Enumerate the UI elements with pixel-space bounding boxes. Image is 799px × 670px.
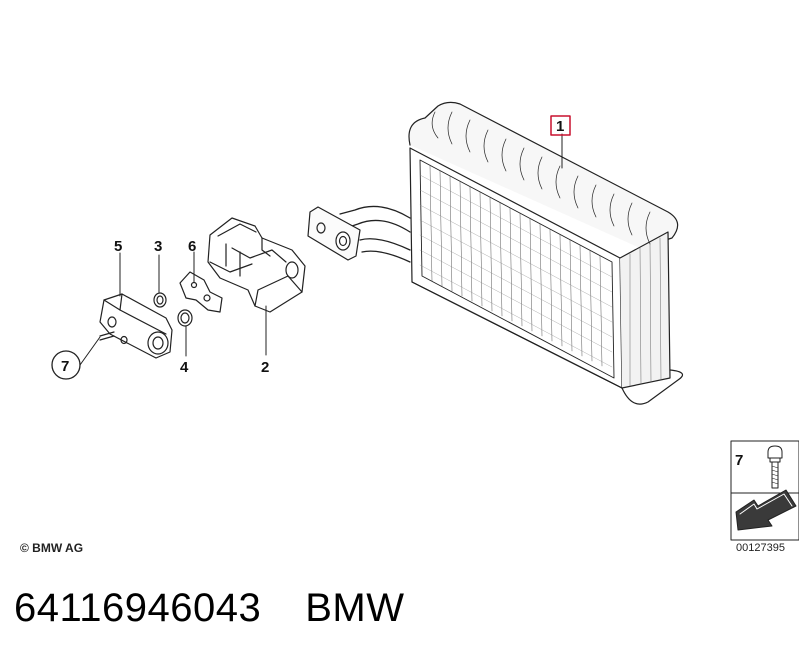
evaporator-core (307, 101, 684, 405)
callout-3[interactable]: 3 (154, 238, 162, 255)
o-ring-large (177, 309, 193, 327)
callout-4[interactable]: 4 (180, 359, 189, 376)
callout-7[interactable]: 7 (61, 358, 69, 375)
screw-icon (767, 445, 783, 489)
block-fitting (207, 217, 306, 313)
legend-number: 7 (735, 452, 743, 469)
callout-7-circle (51, 350, 81, 380)
diagram-reference-number: 00127395 (736, 542, 785, 554)
expansion-valve (99, 293, 173, 359)
arrow-icon (735, 489, 797, 531)
copyright-notice: © BMW AG (20, 541, 84, 555)
part-caption: 64116946043 BMW (14, 586, 405, 631)
callout-2[interactable]: 2 (261, 359, 269, 376)
o-ring-large-inner (180, 312, 190, 324)
part-number: 64116946043 (14, 586, 262, 630)
callout-5[interactable]: 5 (114, 238, 122, 255)
o-ring-small-inner (156, 295, 164, 305)
callout-1-highlight-box (550, 115, 571, 136)
o-ring-small (153, 292, 167, 308)
leader-lines (79, 133, 563, 366)
callout-6[interactable]: 6 (188, 238, 196, 255)
callout-1[interactable]: 1 (556, 118, 564, 135)
brand-name: BMW (305, 586, 405, 630)
gasket-plate (179, 271, 223, 313)
